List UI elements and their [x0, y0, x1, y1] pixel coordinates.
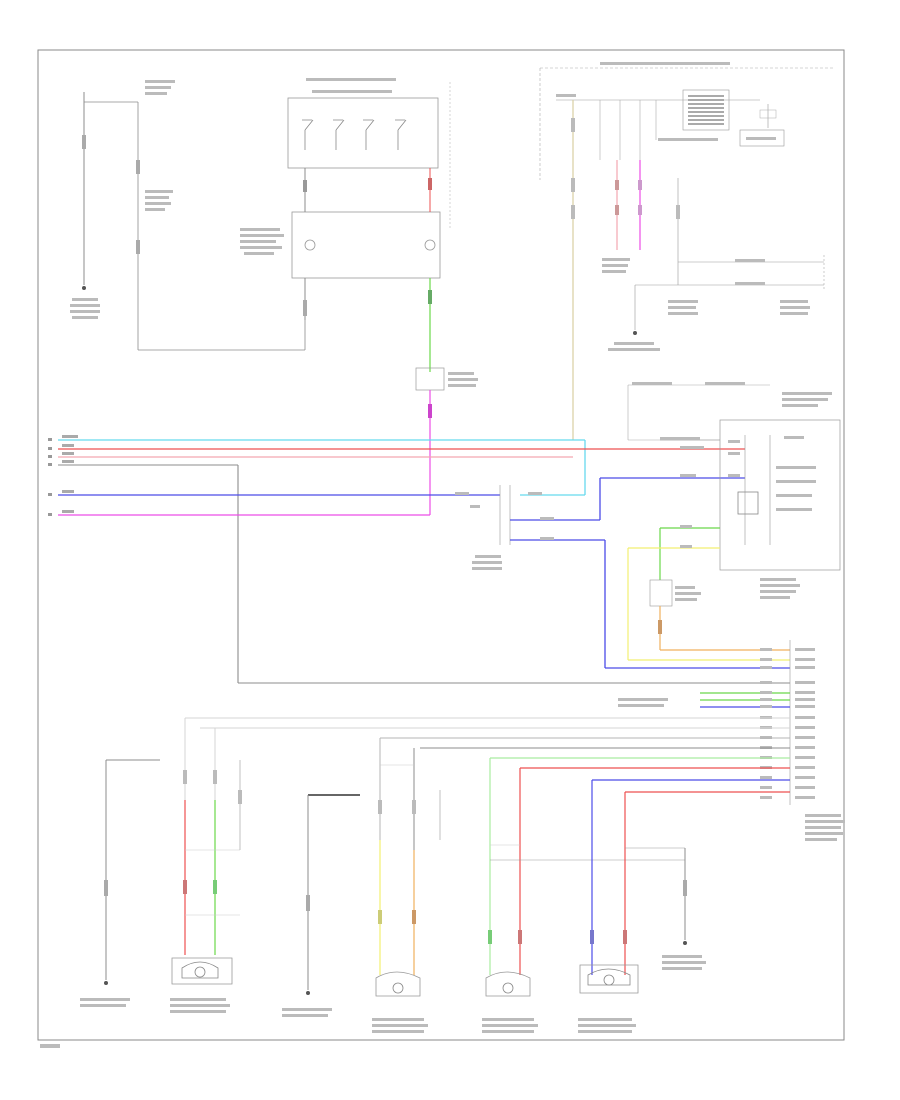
connector-icon: [304, 239, 316, 251]
sensor-icon: [171, 957, 233, 985]
sensor-chip-icon: [737, 491, 759, 515]
diagram-frame: [37, 49, 845, 1041]
power-control-ecu: [240, 168, 441, 320]
ecu-vertical-wire: [415, 278, 478, 515]
ground-point-icon: [683, 941, 687, 945]
ground-point-icon: [306, 991, 310, 995]
ground-point-icon: [82, 286, 86, 290]
sensor-icon: [375, 971, 421, 997]
speed-sensors: [80, 955, 706, 1033]
meter-wires: [571, 100, 825, 440]
ground-point-icon: [104, 981, 108, 985]
connector-icon: [424, 239, 436, 251]
engine-control-switch: [287, 78, 451, 230]
footer-tag: [40, 1044, 60, 1048]
ecu-connector-column: [618, 640, 845, 841]
main-bus-wires: [48, 435, 790, 684]
sensor-icon: [485, 971, 531, 997]
combination-meter: [539, 62, 835, 180]
meter-display-icon: [682, 89, 730, 131]
ground-point-icon: [633, 331, 637, 335]
lower-harness-wires: [104, 717, 790, 995]
sensor-icon: [579, 964, 639, 994]
steering-module: [627, 382, 841, 599]
top-left-ground-group: [70, 80, 306, 351]
junction-connector: [455, 477, 790, 669]
